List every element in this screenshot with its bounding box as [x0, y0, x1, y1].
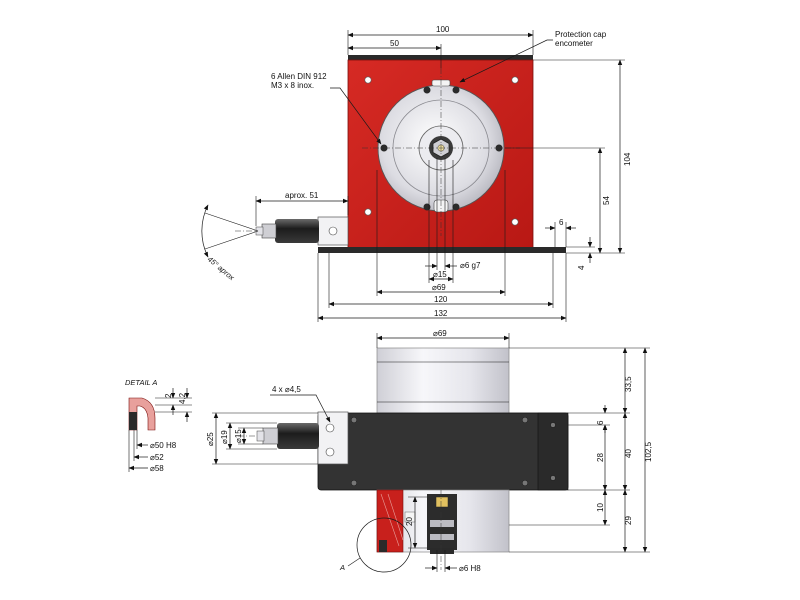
dim-drum-dia: ⌀69 [433, 329, 447, 338]
allen-note-2: M3 x 8 inox. [271, 81, 314, 90]
angle-note: 45° aprox [206, 255, 237, 283]
dim-28: 28 [596, 453, 605, 462]
dim-33-5: 33,5 [624, 376, 633, 392]
dim-pilot: ⌀69 [432, 283, 446, 292]
dim-10: 10 [596, 503, 605, 512]
dim-hole-spacing: 120 [434, 295, 448, 304]
dim-15: ⌀15 [234, 429, 243, 443]
side-view [238, 347, 569, 570]
body-screws [350, 416, 556, 487]
dim-axis-height: 54 [602, 196, 611, 205]
dim-half-width: 50 [390, 39, 399, 48]
detail-dim-58: ⌀58 [150, 464, 164, 473]
dim-base-thickness: 4 [577, 265, 586, 270]
dim-connector: aprox. 51 [285, 191, 319, 200]
base-plate [318, 247, 566, 253]
dim-20: 20 [405, 517, 414, 526]
protection-cap-note-1: Protection cap [555, 30, 607, 39]
detail-a-title: DETAIL A [125, 378, 157, 387]
dim-overall-width: 100 [436, 25, 450, 34]
detail-marker: A [339, 563, 345, 572]
connector-block [317, 411, 349, 465]
housing-corner-holes [364, 76, 519, 226]
detail-a: DETAIL A 2 4,2 ⌀50 H8 ⌀52 ⌀58 [125, 378, 192, 473]
dim-102-5: 102,5 [644, 441, 653, 462]
detail-dim-52: ⌀52 [150, 453, 164, 462]
sensor-body [317, 412, 569, 491]
side-view-dimensions: ⌀69 4 x ⌀4,5 ⌀25 ⌀19 ⌀15 33,5 6 28 40 [206, 329, 653, 573]
drum [376, 347, 510, 414]
dim-base-width: 132 [434, 309, 448, 318]
dim-19: ⌀19 [220, 430, 229, 444]
dim-flange-offset: 6 [559, 218, 564, 227]
dim-6: 6 [596, 420, 605, 425]
dim-40: 40 [624, 449, 633, 458]
protection-cap-note-2: encometer [555, 39, 593, 48]
dim-shaft-bore: ⌀6 H8 [459, 564, 481, 573]
dim-height: 104 [623, 152, 632, 166]
dim-boss: ⌀15 [433, 270, 447, 279]
detail-dim-4-2: 4,2 [178, 392, 187, 404]
top-plate [348, 55, 533, 61]
detail-a-callout [356, 517, 412, 573]
front-view [235, 55, 566, 253]
dim-25: ⌀25 [206, 432, 215, 446]
allen-note-1: 6 Allen DIN 912 [271, 72, 327, 81]
connector-cylinder [277, 423, 319, 449]
detail-dim-50: ⌀50 H8 [150, 441, 177, 450]
connector-assembly [255, 216, 349, 246]
holes-note: 4 x ⌀4,5 [272, 385, 301, 394]
dim-29: 29 [624, 516, 633, 525]
detail-dim-2: 2 [164, 393, 173, 398]
dim-shaft: ⌀6 g7 [460, 261, 481, 270]
